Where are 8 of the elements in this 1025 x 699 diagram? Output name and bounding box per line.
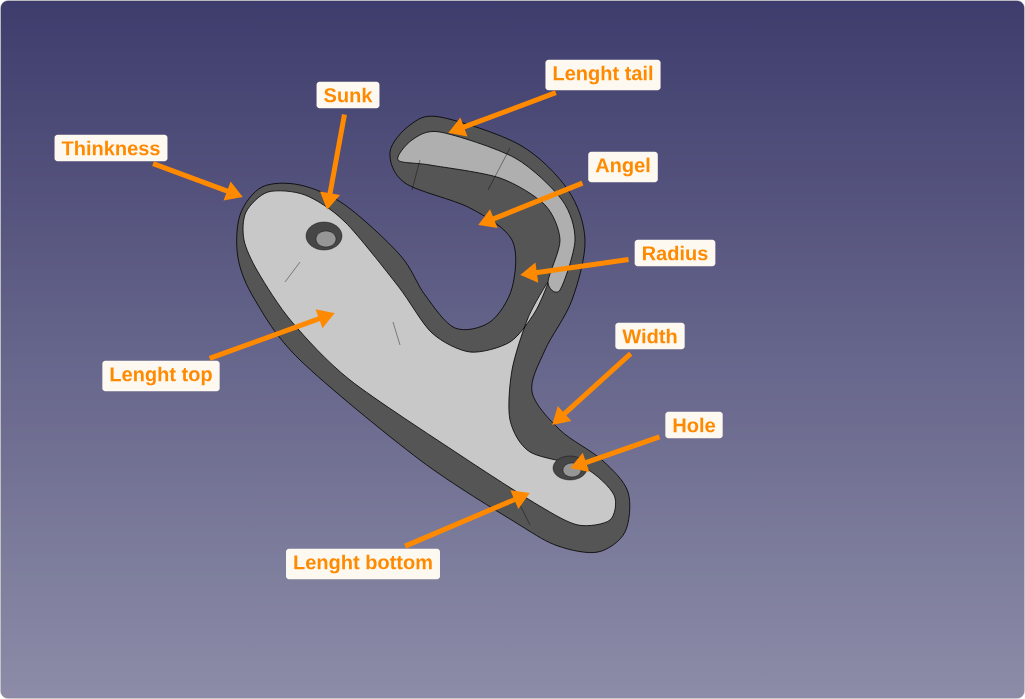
callout-label: Lenght tail xyxy=(545,59,661,91)
callout-label: Hole xyxy=(665,411,723,439)
callout-label: Width xyxy=(615,322,685,350)
callout-label: Lenght bottom xyxy=(286,548,440,580)
callout-label: Angel xyxy=(588,151,658,183)
callout-label: Radius xyxy=(634,239,716,267)
callout-label: Lenght top xyxy=(102,360,220,392)
callout-label: Thinkness xyxy=(54,134,168,162)
